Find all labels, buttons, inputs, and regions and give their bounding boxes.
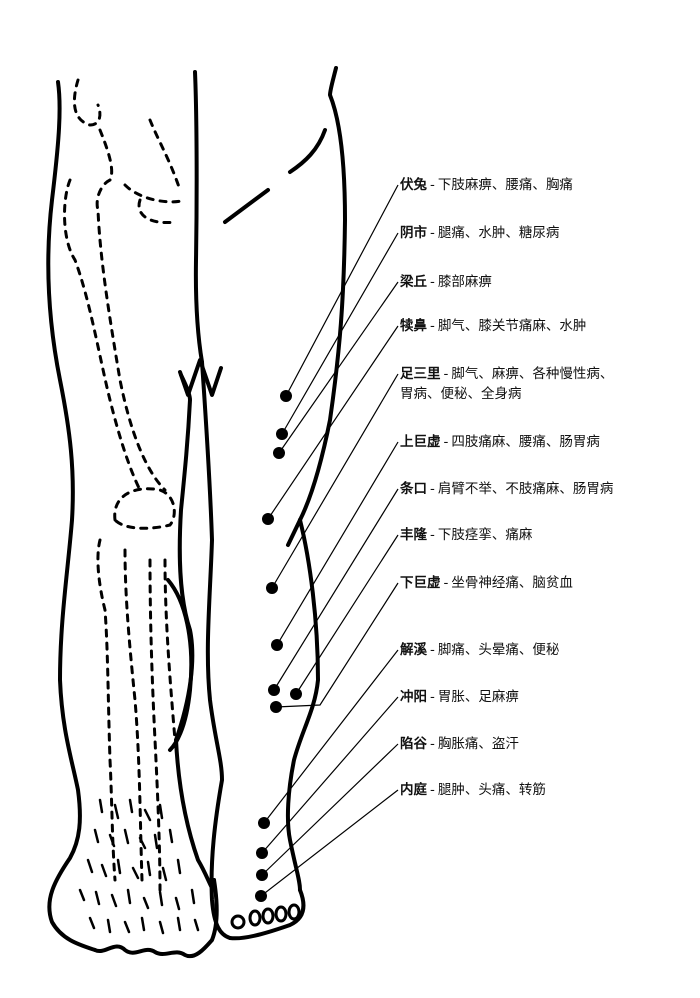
acupoint-indications-line2: 胃病、便秘、全身病 bbox=[400, 386, 522, 402]
acupoint-label-shangjuxu: 上巨虚-四肢痛麻、腰痛、肠胃病 bbox=[400, 434, 600, 450]
acupoint-name: 冲阳 bbox=[400, 689, 427, 705]
acupoint-indications: 下肢麻痹、腰痛、胸痛 bbox=[437, 177, 573, 193]
acupoint-indications: 胃胀、足麻痹 bbox=[437, 689, 519, 705]
acupoint-dot-yinshi bbox=[276, 428, 288, 440]
acupoint-dots bbox=[255, 390, 302, 902]
acupoint-name: 条口 bbox=[400, 481, 427, 497]
acupoint-name: 足三里 bbox=[400, 366, 441, 382]
acupoint-name: 上巨虚 bbox=[400, 434, 441, 450]
acupoint-name: 丰隆 bbox=[400, 527, 427, 543]
acupoint-indications: 腿肿、头痛、转筋 bbox=[437, 782, 546, 798]
acupoint-indications: 肩臂不举、不肢痛麻、肠胃病 bbox=[437, 481, 614, 497]
acupoint-label-futu: 伏兔-下肢麻痹、腰痛、胸痛 bbox=[400, 177, 573, 193]
acupoint-label-neiting: 内庭-腿肿、头痛、转筋 bbox=[400, 782, 546, 798]
acupoint-indications: 胸胀痛、盗汗 bbox=[437, 736, 519, 752]
acupoint-name: 梁丘 bbox=[400, 274, 427, 290]
acupoint-label-xiangu: 陷谷-胸胀痛、盗汗 bbox=[400, 736, 519, 752]
acupoint-name: 下巨虚 bbox=[400, 575, 441, 591]
acupoint-dot-dubi bbox=[262, 513, 274, 525]
left-foot-hatching bbox=[78, 798, 200, 935]
acupoint-name: 内庭 bbox=[400, 782, 427, 798]
left-leg-dashed-anatomy bbox=[63, 78, 187, 892]
left-leg-outline bbox=[46, 70, 223, 959]
acupoint-label-fenglong: 丰隆-下肢痉挛、痛麻 bbox=[400, 527, 533, 543]
acupoint-label-jiexi: 解溪-脚痛、头晕痛、便秘 bbox=[400, 642, 560, 658]
acupoint-indications: 腿痛、水肿、糖尿病 bbox=[437, 225, 560, 241]
acupoint-dot-neiting bbox=[255, 890, 267, 902]
acupoint-dot-xiajuxu bbox=[270, 701, 282, 713]
acupoint-indications: 四肢痛麻、腰痛、肠胃病 bbox=[451, 434, 600, 450]
acupoint-dot-shangjuxu bbox=[271, 639, 283, 651]
acupoint-dot-tiaokou bbox=[268, 684, 280, 696]
acupoint-label-chongyang: 冲阳-胃胀、足麻痹 bbox=[400, 689, 519, 705]
acupoint-name: 陷谷 bbox=[400, 736, 427, 752]
acupoint-indications: 脚气、麻痹、各种慢性病、 bbox=[451, 366, 614, 382]
acupoint-dot-fenglong bbox=[290, 688, 302, 700]
acupoint-name: 阴市 bbox=[400, 225, 427, 241]
acupoint-indications: 膝部麻痹 bbox=[437, 274, 492, 290]
acupoint-indications: 下肢痉挛、痛麻 bbox=[437, 527, 533, 543]
acupoint-dot-chongyang bbox=[256, 847, 268, 859]
leader-lines bbox=[260, 184, 399, 897]
acupoint-label-tiaokou: 条口-肩臂不举、不肢痛麻、肠胃病 bbox=[400, 481, 614, 497]
acupoint-dot-liangqiu bbox=[273, 447, 285, 459]
right-leg-outline bbox=[200, 66, 347, 941]
acupoint-name: 伏兔 bbox=[400, 177, 427, 193]
acupoint-dot-jiexi bbox=[258, 817, 270, 829]
acupoint-label-dubi: 犊鼻-脚气、膝关节痛麻、水肿 bbox=[400, 318, 587, 334]
acupoint-indications: 脚痛、头晕痛、便秘 bbox=[437, 642, 560, 658]
right-foot-toes bbox=[230, 903, 301, 930]
acupoint-dot-xiangu bbox=[256, 869, 268, 881]
acupoint-indications: 脚气、膝关节痛麻、水肿 bbox=[437, 318, 587, 334]
acupoint-name: 犊鼻 bbox=[400, 318, 427, 334]
acupoint-label-liangqiu: 梁丘-膝部麻痹 bbox=[400, 274, 492, 290]
acupoint-indications: 坐骨神经痛、脑贫血 bbox=[451, 575, 573, 591]
acupoint-dot-futu bbox=[280, 390, 292, 402]
acupoint-label-zusanli: 足三里-脚气、麻痹、各种慢性病、 胃病、便秘、全身病 bbox=[400, 366, 614, 402]
acupoint-label-xiajuxu: 下巨虚-坐骨神经痛、脑贫血 bbox=[400, 575, 573, 591]
acupoint-name: 解溪 bbox=[400, 642, 427, 658]
acupoint-label-yinshi: 阴市-腿痛、水肿、糖尿病 bbox=[400, 225, 560, 241]
acupoint-dot-zusanli bbox=[266, 582, 278, 594]
